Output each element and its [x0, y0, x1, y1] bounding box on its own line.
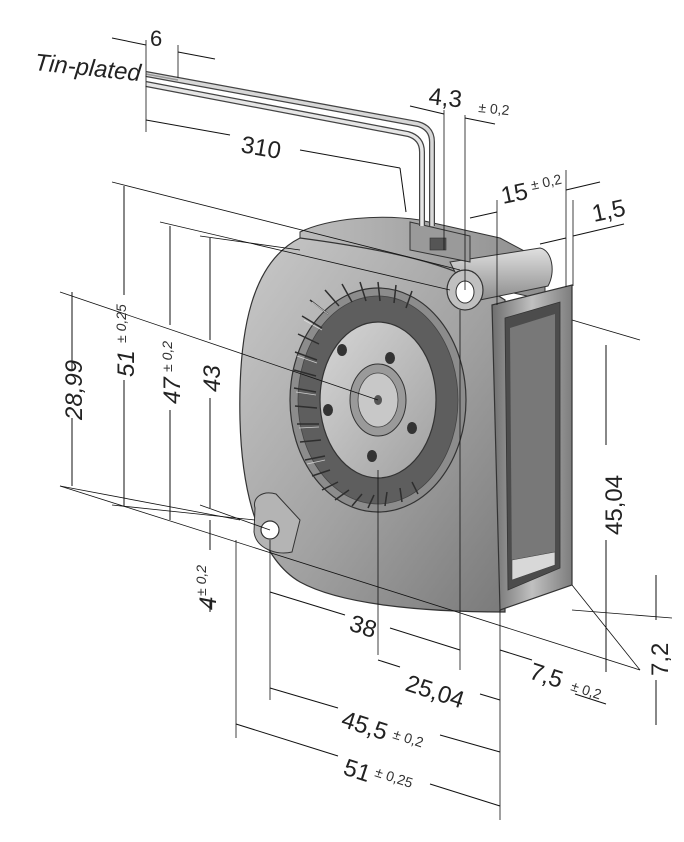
label-flange: 1,5	[590, 195, 628, 228]
hub-holes	[323, 344, 417, 462]
label-width-holes-tol: ± 0,2	[391, 726, 426, 751]
label-width-holes: 45,5	[338, 706, 391, 746]
dimension-lines	[59, 37, 673, 820]
label-outlet-height: 45,04	[601, 475, 628, 535]
label-center-x: 38	[346, 610, 380, 644]
label-depth-tol: ± 0,2	[529, 171, 563, 193]
label-lead-length: 310	[239, 131, 283, 165]
label-width-total: 51	[340, 754, 374, 788]
label-height-total: 51	[113, 350, 140, 377]
label-lead-tip: 6	[150, 26, 162, 51]
label-depth: 15	[499, 178, 531, 210]
label-hole-offset: 4	[195, 597, 222, 610]
label-height-body: 43	[199, 365, 226, 392]
label-outlet-offset: 4,3	[427, 83, 463, 113]
label-outlet-x: 25,04	[402, 670, 467, 714]
label-height-total-tol: ± 0,25	[113, 304, 129, 343]
label-hole-offset-tol: ± 0,2	[193, 565, 209, 596]
label-bottom-offset: 7,2	[647, 643, 674, 676]
label-side-offset: 7,5	[526, 658, 566, 694]
lead-wires	[145, 71, 435, 226]
label-width-total-tol: ± 0,25	[373, 764, 415, 791]
dimension-labels: Tin-plated 6 310 4,3 ± 0,2 15 ± 0,2 1,5 …	[33, 26, 674, 791]
label-tin-plated: Tin-plated	[33, 49, 142, 87]
fan-housing	[239, 216, 573, 613]
label-height-holes-tol: ± 0,2	[159, 341, 175, 372]
label-height-holes: 47	[159, 376, 186, 404]
impeller-blades	[293, 281, 419, 509]
label-center-height: 28,99	[61, 360, 88, 421]
label-outlet-offset-tol: ± 0,2	[478, 99, 511, 118]
label-side-offset-tol: ± 0,2	[569, 678, 604, 703]
